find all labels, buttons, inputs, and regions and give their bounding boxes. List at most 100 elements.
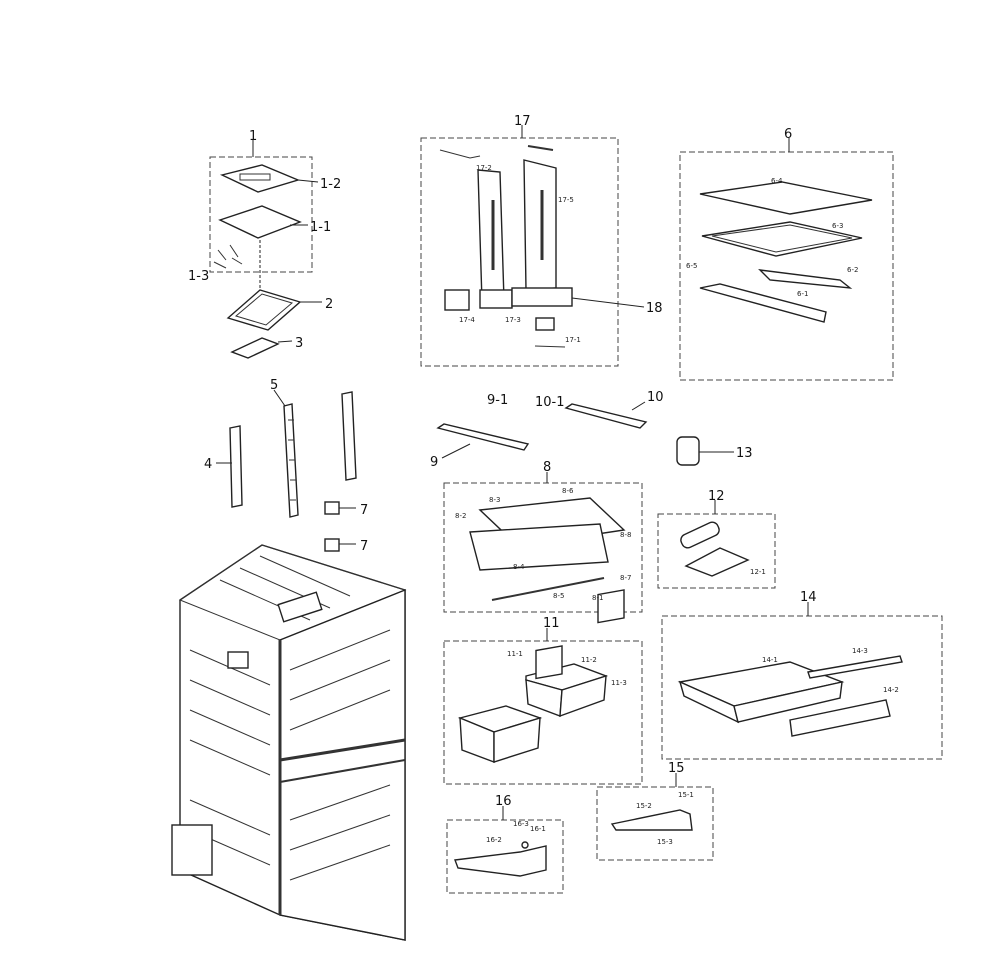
part-17-5-duct-right <box>523 159 557 291</box>
callout-8-5: 8-5 <box>553 592 564 600</box>
callout-12-1: 12-1 <box>750 568 766 576</box>
callout-8: 8 <box>543 460 551 475</box>
callout-11-3: 11-3 <box>611 679 627 687</box>
callout-8-7: 8-7 <box>620 574 631 582</box>
part-12-1-housing <box>684 547 750 577</box>
callout-17-3: 17-3 <box>505 316 521 324</box>
part-17-3-housing <box>479 289 513 309</box>
callout-6-5: 6-5 <box>686 262 697 270</box>
callout-16-2: 16-2 <box>486 836 502 844</box>
callout-7: 7 <box>360 503 368 518</box>
callout-6-4: 6-4 <box>771 177 783 185</box>
part-11-drawer-lower <box>457 705 543 764</box>
callout-6-1: 6-1 <box>797 290 808 298</box>
group-box-12 <box>657 513 776 589</box>
part-17-duct-left <box>477 169 505 303</box>
callout-10: 10 <box>647 390 664 405</box>
part-8-5-trim <box>491 577 605 601</box>
callout-6: 6 <box>784 127 792 142</box>
group-box-8 <box>443 482 643 613</box>
callout-16: 16 <box>495 794 512 809</box>
callout-12: 12 <box>708 489 725 504</box>
refrigerator-cabinet <box>171 544 407 941</box>
part-rail-right <box>341 391 357 481</box>
part-6-2-rail <box>758 269 853 289</box>
callout-14-2: 14-2 <box>883 686 899 694</box>
part-9-cover <box>436 423 530 451</box>
callout-15-2: 15-2 <box>636 802 652 810</box>
callout-16-1: 16-1 <box>530 825 546 833</box>
part-1-1-pcb <box>218 205 302 239</box>
part-14-1-tray <box>677 661 845 724</box>
part-15-2-bracket <box>610 809 693 831</box>
part-fan-assembly <box>511 287 573 307</box>
callout-15-3: 15-3 <box>657 838 673 846</box>
part-17-4-control <box>444 289 470 311</box>
callout-11-1: 11-1 <box>507 650 523 658</box>
callout-5: 5 <box>270 378 278 393</box>
callout-10-1: 10-1 <box>535 395 565 410</box>
callout-6-3: 6-3 <box>832 222 843 230</box>
part-1-2-cover <box>219 164 301 193</box>
callout-8-3: 8-3 <box>489 496 500 504</box>
callout-16-3: 16-3 <box>513 820 529 828</box>
callout-labels: 1 1-2 1-1 1-3 2 3 5 4 7 7 17 17-2 17-5 1… <box>188 114 899 846</box>
callout-2: 2 <box>325 297 333 312</box>
part-17-2-wire <box>439 149 481 159</box>
group-box-17 <box>420 137 619 367</box>
part-6-3-shelf-frame <box>701 221 863 257</box>
callout-4: 4 <box>204 457 212 472</box>
part-2-tray <box>226 289 302 331</box>
part-16-1-screw <box>521 841 529 849</box>
callout-13: 13 <box>736 446 753 461</box>
callout-14-1: 14-1 <box>762 656 778 664</box>
part-11-2-drawer <box>525 663 609 718</box>
part-17-top-strip <box>527 145 554 151</box>
callout-7: 7 <box>360 539 368 554</box>
part-14-3-rail <box>807 655 903 679</box>
group-box-15 <box>596 786 714 861</box>
part-6-1-rail <box>699 283 827 323</box>
callout-17-1: 17-1 <box>565 336 581 344</box>
callout-11: 11 <box>543 616 560 631</box>
callout-17-5: 17-5 <box>558 196 574 204</box>
part-7-clip-a <box>324 501 340 515</box>
part-16-2-rack <box>454 845 547 877</box>
callout-8-8: 8-8 <box>620 531 631 539</box>
callout-6-2: 6-2 <box>847 266 858 274</box>
callout-1-2: 1-2 <box>320 177 341 192</box>
callout-8-2: 8-2 <box>455 512 466 520</box>
part-5-rail <box>283 403 299 518</box>
group-box-6 <box>679 151 894 381</box>
callout-14-3: 14-3 <box>852 647 868 655</box>
part-13-cap <box>676 436 700 466</box>
callout-14: 14 <box>800 590 817 605</box>
part-11-3-drawer-front <box>597 589 625 624</box>
callout-1: 1 <box>249 129 257 144</box>
group-box-11 <box>443 640 643 785</box>
group-box-1 <box>209 156 313 273</box>
callout-1-3: 1-3 <box>188 269 209 284</box>
callout-8-4: 8-4 <box>513 563 525 571</box>
callout-8-6: 8-6 <box>562 487 574 495</box>
part-17-1-connector <box>535 317 555 331</box>
part-3-switch <box>230 337 280 359</box>
callout-9-1: 9-1 <box>487 393 508 408</box>
part-1-3-brackets <box>213 244 243 269</box>
part-6-4-glass <box>699 181 873 215</box>
callout-15-1: 15-1 <box>678 791 694 799</box>
part-11-drawer-front-lower <box>535 645 563 680</box>
group-box-14 <box>661 615 943 760</box>
part-10-cover <box>564 403 648 429</box>
callout-17-4: 17-4 <box>459 316 475 324</box>
callout-15: 15 <box>668 761 685 776</box>
callout-8-1: 8-1 <box>592 594 603 602</box>
part-14-2-rail <box>789 699 891 737</box>
callout-9: 9 <box>430 455 438 470</box>
callout-18: 18 <box>646 301 663 316</box>
part-8-2-frame <box>469 523 609 571</box>
group-box-16 <box>446 819 564 894</box>
callout-3: 3 <box>295 336 303 351</box>
callout-17: 17 <box>514 114 531 129</box>
